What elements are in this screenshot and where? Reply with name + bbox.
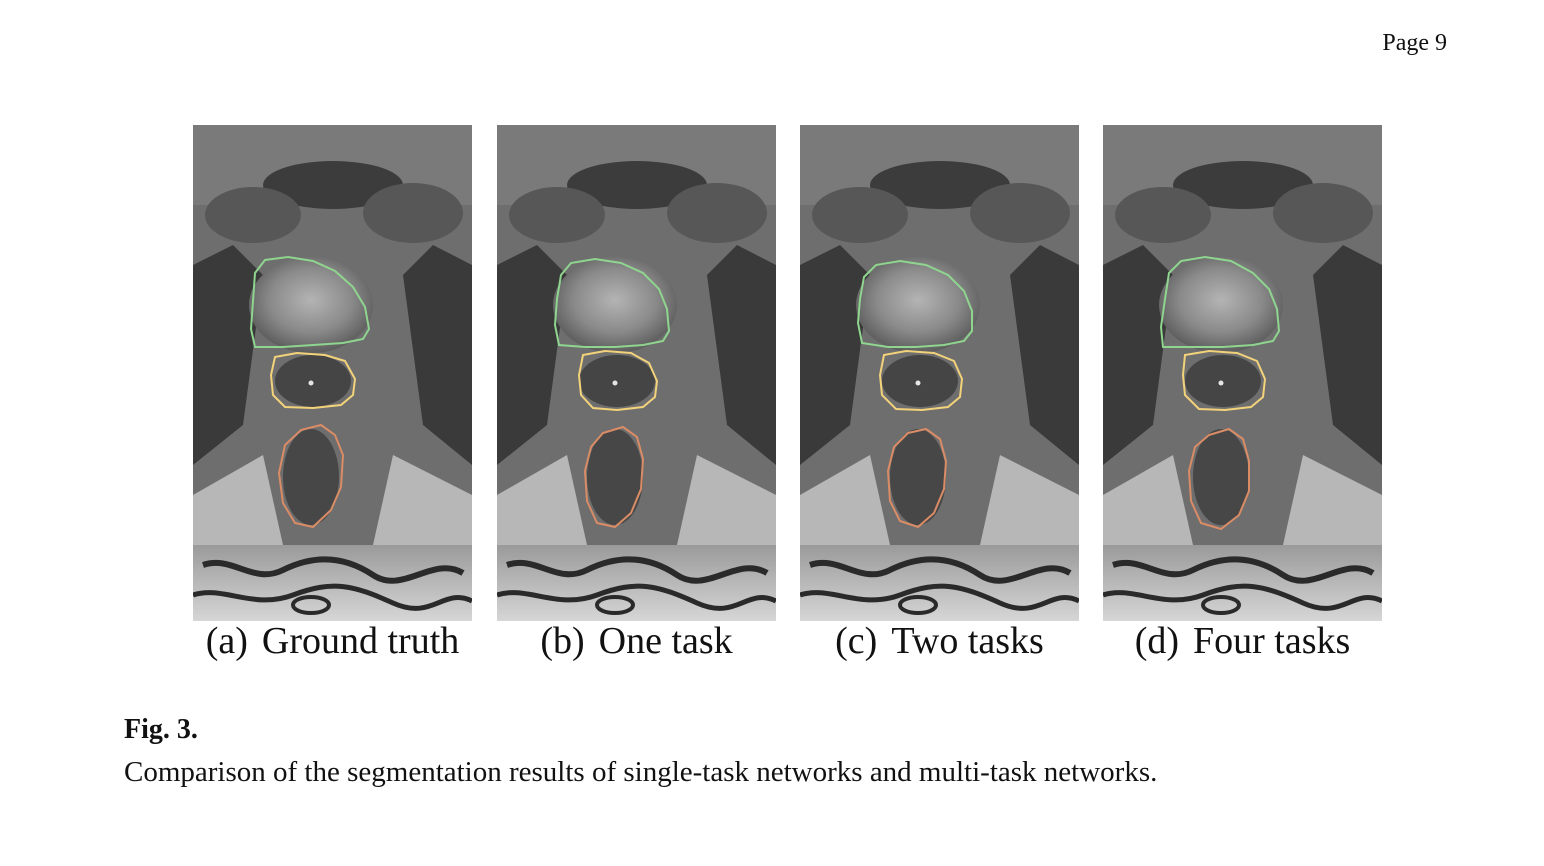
figure-caption: Comparison of the segmentation results o…: [124, 756, 1158, 788]
bladder-contour: [553, 257, 671, 348]
rectum-contour: [583, 425, 645, 529]
prostate-contour: [878, 349, 964, 412]
figure-panels: (a)Ground truth (b)One task (c)Two tasks…: [0, 125, 1544, 675]
panel-caption-ground-truth: (a)Ground truth: [205, 620, 460, 662]
panel-caption-four-tasks: (d)Four tasks: [1134, 620, 1351, 662]
rectum-contour: [886, 427, 948, 529]
panel-two-tasks: (c)Two tasks: [800, 125, 1079, 675]
panel-one-task: (b)One task: [497, 125, 776, 675]
prostate-contour: [1181, 349, 1267, 412]
rectum-contour: [1187, 427, 1250, 531]
mri-image-four-tasks: [1103, 125, 1382, 621]
prostate-contour: [577, 349, 659, 412]
mri-image-two-tasks: [800, 125, 1079, 621]
figure-label: Fig. 3.: [124, 714, 198, 745]
prostate-contour: [269, 351, 357, 410]
bladder-contour: [1159, 255, 1281, 348]
page-number: Page 9: [1382, 30, 1447, 56]
rectum-contour: [277, 423, 345, 529]
panel-ground-truth: (a)Ground truth: [193, 125, 472, 675]
panel-four-tasks: (d)Four tasks: [1103, 125, 1382, 675]
bladder-contour: [856, 259, 973, 348]
bladder-contour: [249, 255, 371, 348]
panel-caption-two-tasks: (c)Two tasks: [835, 620, 1044, 662]
mri-image-ground-truth: [193, 125, 472, 621]
mri-image-one-task: [497, 125, 776, 621]
panel-caption-one-task: (b)One task: [540, 620, 733, 662]
